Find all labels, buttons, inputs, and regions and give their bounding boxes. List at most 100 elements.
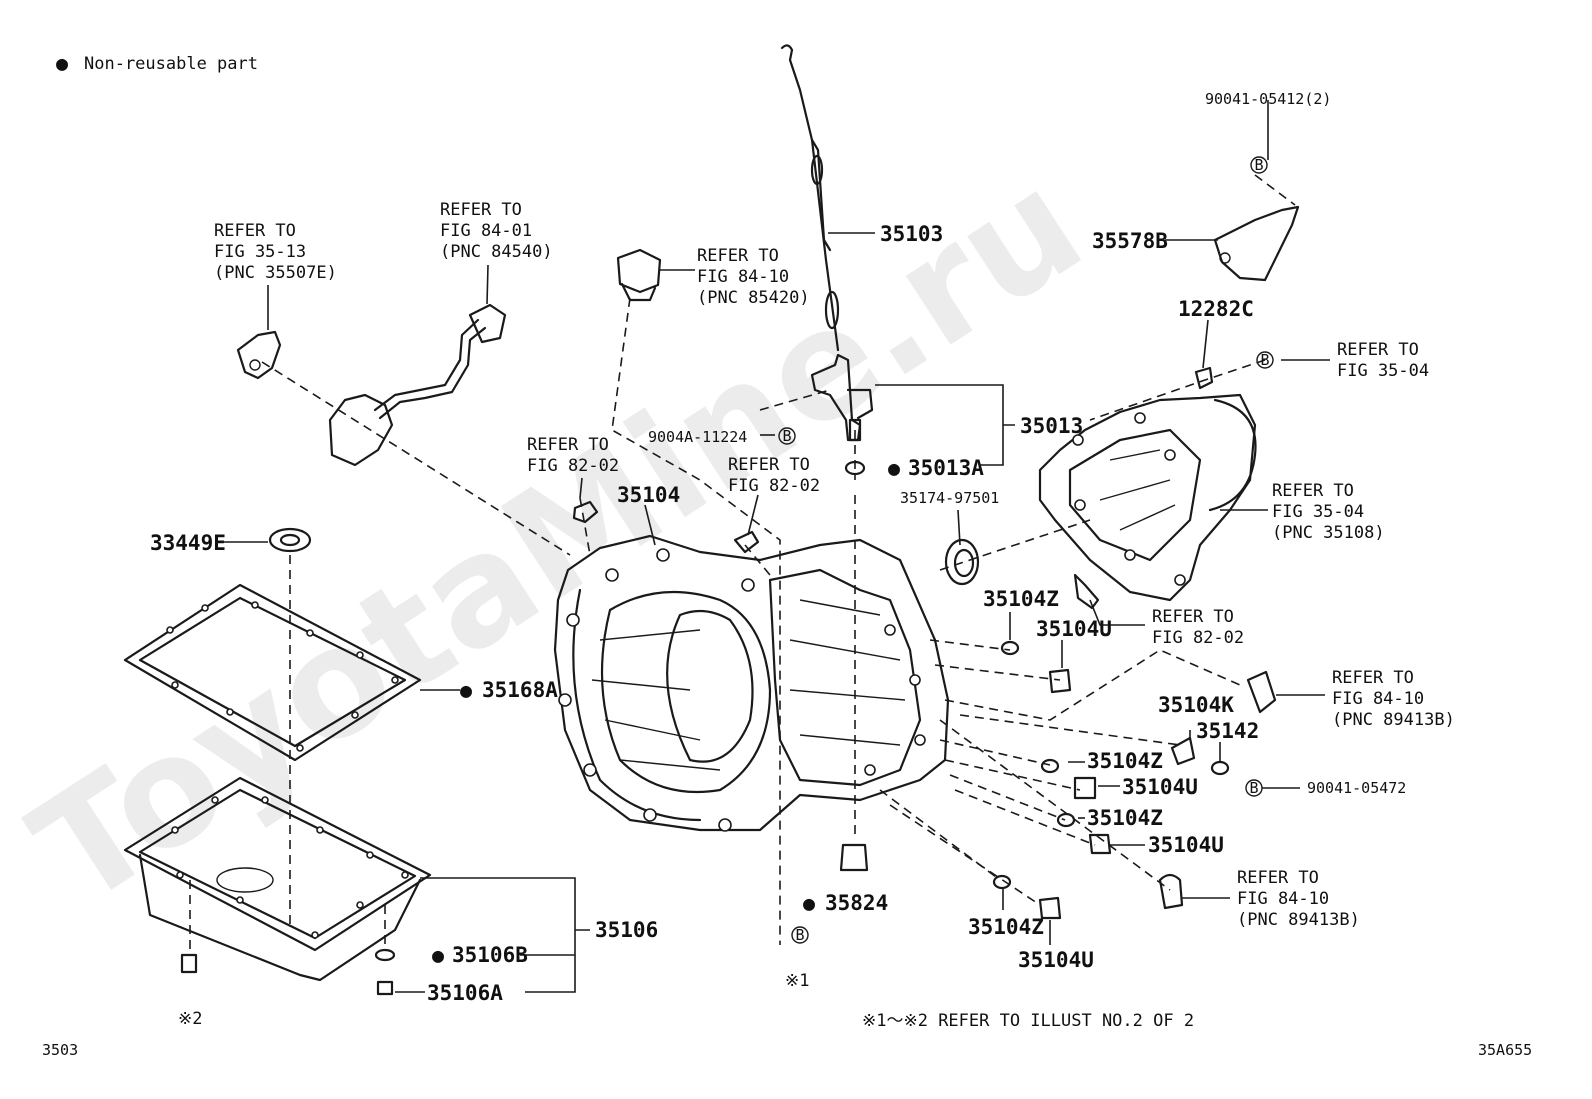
transmission-case	[553, 534, 950, 832]
refer-fig-35-04-housing-line3: (PNC 35108)	[1272, 523, 1385, 543]
part-label-35104z-1[interactable]: 35104Z	[983, 587, 1059, 611]
b-marker-fig-35-04-label: B	[1260, 351, 1269, 369]
non-reusable-marker-35824: ●	[803, 891, 815, 915]
b-marker-fig-35-04	[1256, 351, 1274, 369]
legend: ● Non-reusable part	[56, 51, 258, 75]
neutral-switch	[236, 330, 282, 380]
refer-fig-35-04-top[interactable]: REFER TO FIG 35-04	[1337, 340, 1429, 381]
refer-fig-35-04-housing[interactable]: REFER TO FIG 35-04 (PNC 35108)	[1272, 481, 1385, 543]
refer-fig-84-10-89413b-lower-line1: REFER TO	[1237, 868, 1319, 888]
part-label-35106b[interactable]: 35106B	[452, 943, 528, 967]
refer-fig-82-02-left-line1: REFER TO	[527, 435, 609, 455]
note-1-marker: ※1	[785, 971, 809, 991]
note-2-marker: ※2	[178, 1009, 202, 1029]
refer-fig-82-02-left[interactable]: REFER TO FIG 82-02	[527, 435, 619, 476]
refer-fig-84-10-89413b-upper-line2: FIG 84-10	[1332, 689, 1424, 709]
page-number: 3503	[42, 1041, 78, 1059]
speed-sensor	[616, 248, 662, 302]
non-reusable-marker-35013a: ●	[888, 456, 900, 480]
refer-callouts: REFER TO FIG 35-13 (PNC 35507E) REFER TO…	[214, 200, 1455, 930]
refer-fig-84-10-85420-line3: (PNC 85420)	[697, 288, 810, 308]
part-label-35104z-4[interactable]: 35104Z	[968, 915, 1044, 939]
harness-sensor	[328, 303, 507, 467]
non-reusable-marker-35168a: ●	[460, 678, 472, 702]
refer-fig-82-02-right-line1: REFER TO	[1152, 607, 1234, 627]
part-label-35142[interactable]: 35142	[1196, 719, 1259, 743]
bracket	[1213, 205, 1300, 282]
part-label-33449e[interactable]: 33449E	[150, 531, 226, 555]
filler-tube	[810, 353, 874, 442]
refer-fig-35-04-housing-line1: REFER TO	[1272, 481, 1354, 501]
part-label-35104z-2[interactable]: 35104Z	[1087, 749, 1163, 773]
refer-fig-84-10-85420[interactable]: REFER TO FIG 84-10 (PNC 85420)	[697, 246, 810, 308]
part-label-12282c[interactable]: 12282C	[1178, 297, 1254, 321]
part-label-35106[interactable]: 35106	[595, 918, 658, 942]
refer-fig-82-02-left-line2: FIG 82-02	[527, 456, 619, 476]
clip-82-02-left	[572, 500, 599, 524]
b-marker-note1-label: B	[795, 926, 804, 944]
refer-fig-35-13-line1: REFER TO	[214, 221, 296, 241]
drain-plug	[839, 843, 869, 872]
clip-82-02-right	[1073, 573, 1100, 610]
drain-washer	[268, 527, 312, 553]
part-label-35013[interactable]: 35013	[1020, 414, 1083, 438]
refer-fig-35-13-line2: FIG 35-13	[214, 242, 306, 262]
tube-gasket	[844, 460, 866, 476]
part-label-35104z-3[interactable]: 35104Z	[1087, 806, 1163, 830]
plugs-and-gaskets	[992, 640, 1277, 920]
refer-fig-84-10-89413b-upper-line3: (PNC 89413B)	[1332, 710, 1455, 730]
refer-fig-35-04-housing-line2: FIG 35-04	[1272, 502, 1364, 522]
refer-fig-35-04-top-line1: REFER TO	[1337, 340, 1419, 360]
part-label-35104u-2[interactable]: 35104U	[1122, 775, 1198, 799]
refer-fig-84-10-85420-line1: REFER TO	[697, 246, 779, 266]
part-label-35104u-4[interactable]: 35104U	[1018, 948, 1094, 972]
refer-fig-82-02-mid[interactable]: REFER TO FIG 82-02	[728, 455, 820, 496]
footnote: ※1～※2 REFER TO ILLUST NO.2 OF 2	[862, 1011, 1194, 1031]
refer-fig-84-10-89413b-lower[interactable]: REFER TO FIG 84-10 (PNC 89413B)	[1237, 868, 1360, 930]
part-label-35103[interactable]: 35103	[880, 222, 943, 246]
b-marker-90041-05472	[1245, 779, 1263, 797]
part-label-35104k[interactable]: 35104K	[1158, 693, 1234, 717]
refer-fig-84-01-line3: (PNC 84540)	[440, 242, 553, 262]
part-label-35104[interactable]: 35104	[617, 483, 680, 507]
refer-fig-84-10-89413b-upper[interactable]: REFER TO FIG 84-10 (PNC 89413B)	[1332, 668, 1455, 730]
refer-fig-84-01-line2: FIG 84-01	[440, 221, 532, 241]
part-labels: 35103 35578B 90041-05412(2) 12282C 35013…	[150, 90, 1406, 1005]
part-label-9004a-11224[interactable]: 9004A-11224	[648, 428, 747, 446]
refer-fig-35-04-top-line2: FIG 35-04	[1337, 361, 1429, 381]
pan-gasket	[123, 583, 422, 762]
oil-seal	[944, 538, 980, 586]
refer-fig-84-10-89413b-upper-line1: REFER TO	[1332, 668, 1414, 688]
part-label-35104u-3[interactable]: 35104U	[1148, 833, 1224, 857]
refer-fig-84-10-89413b-lower-line3: (PNC 89413B)	[1237, 910, 1360, 930]
b-marker-90041-05472-label: B	[1249, 779, 1258, 797]
clip	[1194, 366, 1214, 390]
clip-82-02-mid	[733, 530, 760, 554]
b-marker-9004a	[778, 427, 796, 445]
part-label-90041-05412[interactable]: 90041-05412(2)	[1205, 90, 1331, 108]
b-marker-90041-05412	[1250, 156, 1268, 174]
part-label-35106a[interactable]: 35106A	[427, 981, 503, 1005]
part-label-35578b[interactable]: 35578B	[1092, 229, 1168, 253]
part-label-35824[interactable]: 35824	[825, 891, 888, 915]
legend-text: Non-reusable part	[84, 54, 258, 74]
part-label-90041-05472[interactable]: 90041-05472	[1307, 779, 1406, 797]
refer-fig-82-02-right[interactable]: REFER TO FIG 82-02	[1152, 607, 1244, 648]
leader-lines	[220, 100, 1330, 993]
b-marker-90041-05412-label: B	[1254, 156, 1263, 174]
illustration-code: 35A655	[1478, 1041, 1532, 1059]
refer-fig-82-02-right-line2: FIG 82-02	[1152, 628, 1244, 648]
b-marker-9004a-label: B	[782, 427, 791, 445]
refer-fig-35-13-line3: (PNC 35507E)	[214, 263, 337, 283]
part-label-35174-97501[interactable]: 35174-97501	[900, 489, 999, 507]
part-label-35013a[interactable]: 35013A	[908, 456, 984, 480]
part-label-35104u-1[interactable]: 35104U	[1036, 617, 1112, 641]
non-reusable-marker-35106b: ●	[432, 943, 444, 967]
refer-fig-35-13[interactable]: REFER TO FIG 35-13 (PNC 35507E)	[214, 221, 337, 283]
b-marker-note1	[791, 926, 809, 944]
refer-fig-82-02-mid-line1: REFER TO	[728, 455, 810, 475]
refer-fig-84-01[interactable]: REFER TO FIG 84-01 (PNC 84540)	[440, 200, 553, 262]
b-markers: B B B B B	[778, 156, 1274, 944]
part-label-35168a[interactable]: 35168A	[482, 678, 558, 702]
